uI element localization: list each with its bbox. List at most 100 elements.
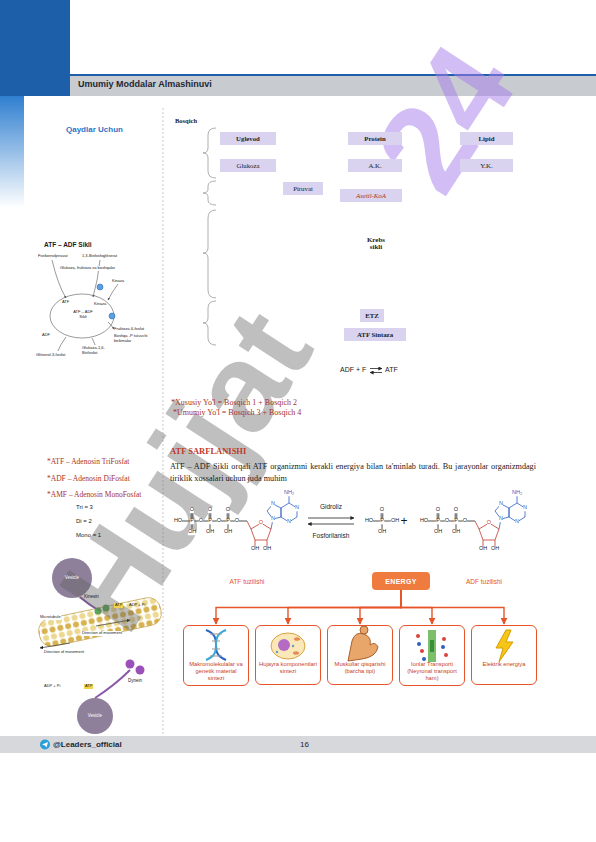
stage-brackets [203,210,216,298]
atom-label: O [463,518,467,524]
reaction-label: Fosforilanish [313,533,350,540]
usage-icons [420,649,424,653]
usage-icons [416,634,448,657]
atom-label: OH [263,546,271,552]
node-text: Piruvat [293,185,313,192]
kinesin-illustration [95,670,130,698]
atom-label: OH [434,529,442,535]
chemical-bond [509,508,510,517]
atp-adp-cycle [58,337,66,351]
part-label: Kinesin [84,594,99,599]
chemical-bond [251,529,255,540]
enzyme-label: Kinaza [112,279,124,284]
connector-arrow [216,590,401,624]
part-label: Dynein [128,678,142,683]
connector-arrow [360,590,401,624]
connector-arrow [288,590,401,624]
equation-term: ATF [385,366,398,374]
node-text: A.K. [368,162,381,169]
atom-label: O [190,507,194,513]
atom-label: N [295,505,299,511]
body-paragraph: ATF – ADF Sikli orqali ATF organizmni ke… [170,461,536,485]
stage-box: ETZ [360,309,384,322]
figure-title: ATF – ADF Sikli [44,241,92,248]
stage-box: Asetil-KoA [340,189,402,202]
usage-icons [210,634,222,635]
page-header-title: Umumiy Moddalar Almashinuvi [78,79,212,89]
column-heading: Bosqich [175,117,197,124]
watermark: 24 [355,26,536,211]
atom-label: O [380,507,384,513]
atom-label: N [523,505,527,511]
part-label: Direction of movement [82,631,122,636]
atom-label: O [487,520,491,526]
cycle-label: Krebs sikli [362,237,390,251]
atom-label: N [271,501,275,507]
atom-label: OH [378,529,386,535]
chemical-bond [281,508,282,517]
usage-icons [210,634,222,656]
node-text: Y.K. [480,162,492,169]
page-footer [0,736,596,753]
connector-arrow [401,590,504,624]
chemical-bond [281,508,282,517]
page-header [0,0,70,96]
stage-brackets [203,181,216,205]
chemical-bond [483,540,495,541]
cycle-label: Glukoza, fruktoza va boshqalar [60,266,115,271]
atom-label: OH [206,529,214,535]
usage-icons [441,645,445,649]
part-label: Vesicle [88,714,102,719]
usage-box: Hujayra komponentlari sintezi [255,625,321,685]
atp-adp-cycle [92,338,95,345]
atom-label: OH [491,546,499,552]
usage-icons [294,637,300,641]
part-label: Direction of movement [44,650,84,655]
usage-icons [271,633,305,659]
atom-label: NH₂ [512,490,522,496]
usage-icons [444,653,448,657]
atom-label: O [454,507,458,513]
usage-icons [278,639,290,651]
page-header [0,96,24,208]
atom-label: P [226,518,230,524]
prefix-note: Tri = 3 [76,504,93,511]
usage-icons [210,656,222,657]
atom-label: O [199,518,203,524]
kinesin-illustration [40,643,70,648]
atom-label: N [287,519,291,525]
atom-label: P [190,518,194,524]
chemical-bond [247,521,251,529]
atom-label: P [436,518,440,524]
usage-icons [348,633,378,661]
usage-icons [212,641,220,642]
usage-icons [206,626,513,662]
abbreviation-note: *ATF – Adenosin TriFosfat [47,458,129,467]
usage-icons [212,649,220,650]
atom-label: N [499,501,503,507]
note-line: *Xususiy Yo'l = Bosqich 1 + Bosqich 2 [171,398,297,407]
atom-label: OH [391,518,399,524]
usage-box: Ionlar Transporti (Neyronal transport ha… [399,625,465,686]
usage-icons [292,645,294,647]
page-footer [40,740,50,750]
usage-icons [430,640,434,652]
atom-label: P [380,518,384,524]
usage-icons [417,642,421,646]
node-text: Glukoza [236,162,259,169]
usage-icons [360,626,368,634]
page-footer [42,742,48,748]
node-text: Muskullar qisqarishi (barcha tipi) [331,661,389,675]
usage-icons [442,637,446,641]
structure-caption: ADF tuzilishi [466,579,502,586]
stage-box: Uglevod [220,132,276,145]
atom-label: OH [251,546,259,552]
node-text: Asetil-KoA [356,192,386,199]
atp-adp-cycle [109,313,115,319]
atom-label: P [454,518,458,524]
cycle-label: ATF [62,300,69,305]
atom-label: OH [188,529,196,535]
usage-box: Elektrik energiya [471,625,537,685]
node-text: ENERGY [385,578,416,585]
part-label: ATP [114,603,123,608]
